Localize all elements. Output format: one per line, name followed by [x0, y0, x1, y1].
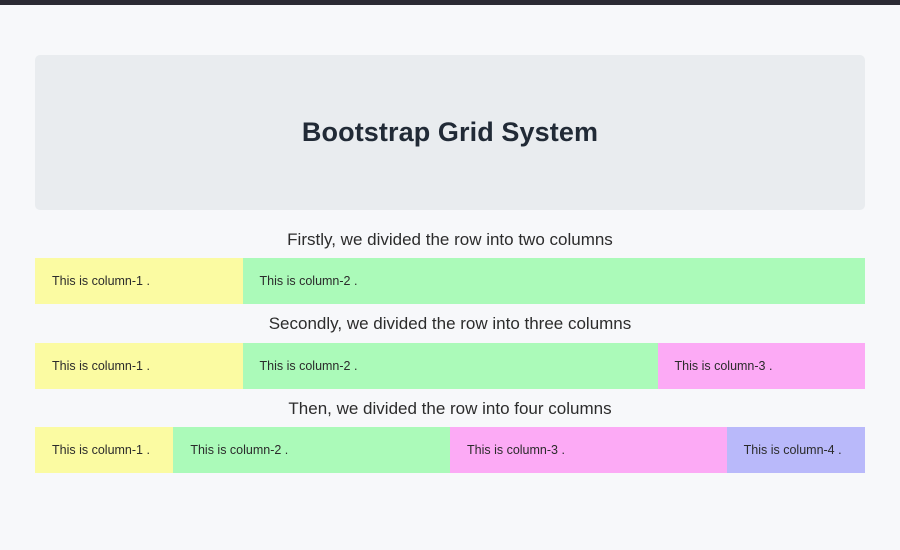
grid-column-1: This is column-1 . — [35, 427, 174, 474]
page-container: Bootstrap Grid System Firstly, we divide… — [35, 5, 865, 474]
section-heading-four-columns: Then, we divided the row into four colum… — [288, 398, 612, 418]
grid-column-2: This is column-2 . — [242, 342, 658, 389]
grid-row-three-columns: This is column-1 . This is column-2 . Th… — [35, 342, 865, 389]
section-heading-two-columns: Firstly, we divided the row into two col… — [287, 230, 613, 249]
section-heading-three-columns: Secondly, we divided the row into three … — [268, 314, 632, 334]
grid-column-1: This is column-1 . — [35, 342, 243, 389]
grid-column-2: This is column-2 . — [242, 258, 865, 305]
grid-column-1: This is column-1 . — [35, 258, 243, 305]
page-root: Bootstrap Grid System Firstly, we divide… — [0, 5, 900, 550]
grid-column-4: This is column-4 . — [726, 427, 865, 474]
browser-chrome-bar — [0, 0, 900, 5]
grid-row-four-columns: This is column-1 . This is column-2 . Th… — [35, 427, 865, 474]
grid-row-two-columns: This is column-1 . This is column-2 . — [35, 258, 865, 305]
jumbotron-header: Bootstrap Grid System — [35, 55, 865, 210]
page-title: Bootstrap Grid System — [301, 117, 599, 148]
grid-column-3: This is column-3 . — [449, 427, 727, 474]
grid-column-2: This is column-2 . — [173, 427, 450, 474]
grid-column-3: This is column-3 . — [657, 342, 865, 389]
